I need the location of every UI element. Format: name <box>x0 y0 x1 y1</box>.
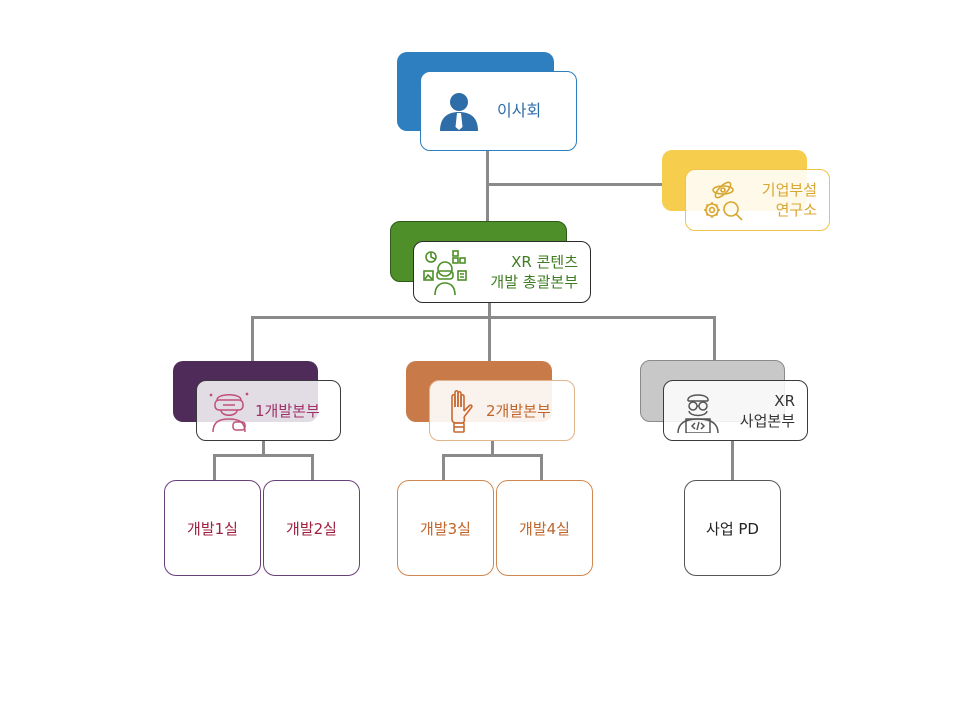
person-icon <box>437 91 481 131</box>
biz-label: XR 사업본부 <box>740 391 795 431</box>
dev2-node[interactable]: 2개발본부 <box>429 380 575 441</box>
team-4-label: 개발4실 <box>519 519 570 538</box>
connector-to-biz <box>713 316 716 362</box>
team-2-label: 개발2실 <box>286 519 337 538</box>
connector-dev1-horizontal <box>213 454 314 457</box>
lab-label: 기업부설 연구소 <box>762 180 817 220</box>
vr-content-icon <box>422 249 468 295</box>
board-node[interactable]: 이사회 <box>420 71 577 151</box>
team-1-label: 개발1실 <box>187 519 238 538</box>
biz-label-line1: XR <box>774 391 795 410</box>
connector-to-team1 <box>213 454 216 481</box>
connector-board-hq <box>486 150 489 222</box>
team-1-box[interactable]: 개발1실 <box>164 480 261 576</box>
hand-glove-icon <box>444 389 476 433</box>
lab-label-line2: 연구소 <box>775 201 817 219</box>
connector-hq-down <box>488 302 491 318</box>
dev2-label: 2개발본부 <box>486 401 551 420</box>
lab-node[interactable]: 기업부설 연구소 <box>685 169 830 231</box>
vr-gamer-icon <box>209 390 249 432</box>
dev1-node[interactable]: 1개발본부 <box>196 380 341 441</box>
board-label: 이사회 <box>497 101 542 120</box>
hq-node[interactable]: XR 콘텐츠 개발 총괄본부 <box>413 241 591 303</box>
pd-box[interactable]: 사업 PD <box>684 480 781 576</box>
hq-label: XR 콘텐츠 개발 총괄본부 <box>490 252 578 292</box>
biz-label-line2: 사업본부 <box>739 411 795 430</box>
team-3-label: 개발3실 <box>420 519 471 538</box>
pd-label: 사업 PD <box>706 519 759 538</box>
connector-to-team4 <box>540 454 543 481</box>
connector-to-team3 <box>442 454 445 481</box>
research-gear-icon <box>701 178 745 222</box>
connector-to-dev2 <box>488 316 491 362</box>
team-3-box[interactable]: 개발3실 <box>397 480 494 576</box>
team-2-box[interactable]: 개발2실 <box>263 480 360 576</box>
lab-label-line1: 기업부설 <box>761 181 817 199</box>
connector-board-lab <box>486 183 664 186</box>
team-4-box[interactable]: 개발4실 <box>496 480 593 576</box>
biz-node[interactable]: XR 사업본부 <box>663 380 808 441</box>
dev1-label: 1개발본부 <box>255 401 320 420</box>
connector-to-dev1 <box>251 316 254 362</box>
connector-branch-horizontal <box>251 316 716 319</box>
hq-label-line1: XR 콘텐츠 <box>511 253 578 271</box>
connector-to-team2 <box>311 454 314 481</box>
hq-label-line2: 개발 총괄본부 <box>490 273 578 291</box>
connector-dev1-down <box>262 440 265 456</box>
connector-biz-to-pd <box>731 440 734 481</box>
connector-dev2-horizontal <box>442 454 543 457</box>
developer-icon <box>676 389 720 433</box>
connector-dev2-down <box>491 440 494 456</box>
